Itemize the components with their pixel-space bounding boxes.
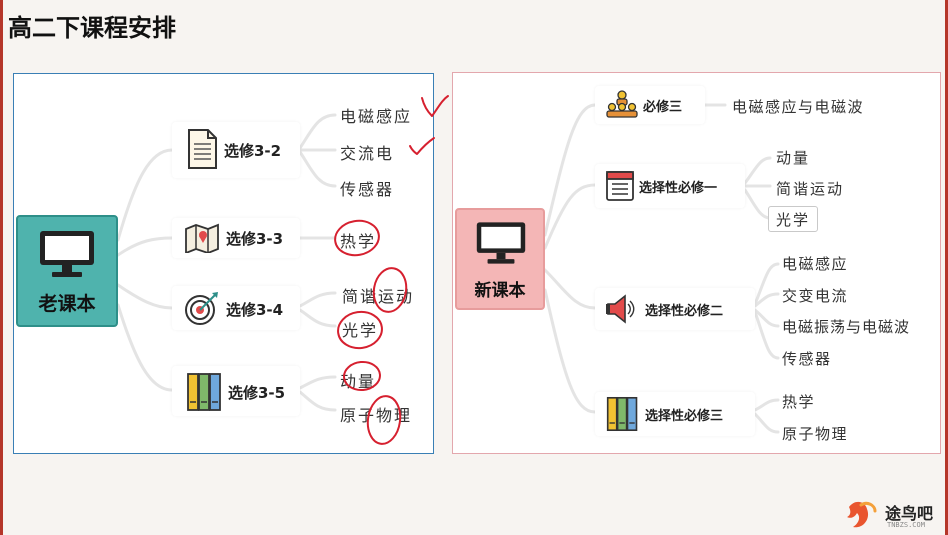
old-leaf-1-1: 电磁感应 [340, 107, 413, 126]
new-leaf-3-1: 电磁感应 [782, 255, 849, 273]
books-icon [606, 396, 638, 432]
new-branch-2[interactable]: 选择性必修一 [595, 164, 745, 208]
watermark-logo [847, 501, 877, 528]
old-leaf-2-1: 热学 [340, 232, 377, 251]
old-leaf-3-2: 光学 [342, 321, 379, 340]
new-branch-3-label: 选择性必修二 [645, 304, 724, 319]
new-leaf-2-2: 简谐运动 [776, 180, 845, 198]
old-branch-1[interactable]: 选修3-2 [172, 122, 300, 178]
old-leaf-3-1: 简谐运动 [342, 287, 415, 306]
old-branch-3-label: 选修3-4 [226, 301, 284, 319]
slide-title: 高二下课程安排 [8, 14, 176, 42]
new-branch-4[interactable]: 选择性必修三 [595, 392, 755, 436]
old-branch-3[interactable]: 选修3-4 [172, 286, 300, 330]
old-branch-2[interactable]: 选修3-3 [172, 218, 300, 258]
new-branch-2-label: 选择性必修一 [639, 181, 718, 196]
new-branch-4-label: 选择性必修三 [645, 409, 724, 424]
people-icon [606, 90, 638, 118]
monitor-icon [476, 222, 526, 264]
books-icon [187, 373, 221, 411]
old-leaf-4-1: 动量 [340, 372, 377, 391]
new-leaf-2-3-frame[interactable] [768, 206, 818, 232]
old-branch-4-label: 选修3-5 [228, 384, 286, 402]
old-book-root-label: 老课本 [38, 293, 96, 315]
new-book-root-label: 新课本 [474, 281, 526, 301]
target-icon [185, 292, 218, 325]
new-leaf-4-1: 热学 [782, 393, 816, 411]
watermark-brand: 途鸟吧 [885, 504, 934, 523]
calendar-icon [606, 171, 634, 201]
new-leaf-3-4: 传感器 [782, 350, 832, 368]
new-branch-1[interactable]: 必修三 [595, 86, 705, 124]
new-leaf-4-2: 原子物理 [782, 425, 849, 443]
slide-frame-left [0, 0, 3, 535]
old-branch-2-label: 选修3-3 [226, 230, 284, 248]
new-book-root[interactable]: 新课本 [455, 208, 545, 310]
new-leaf-2-1: 动量 [776, 149, 811, 167]
new-leaf-1-1: 电磁感应与电磁波 [732, 98, 865, 116]
new-leaf-3-2: 交变电流 [782, 287, 849, 305]
monitor-icon [40, 231, 94, 277]
old-leaf-1-3: 传感器 [340, 180, 395, 199]
new-leaf-2-3: 光学 [776, 211, 811, 229]
old-book-root[interactable]: 老课本 [16, 215, 118, 327]
new-branch-3[interactable]: 选择性必修二 [595, 288, 755, 330]
old-leaf-1-2: 交流电 [340, 144, 395, 163]
old-branch-4[interactable]: 选修3-5 [172, 366, 300, 416]
new-leaf-3-3: 电磁振荡与电磁波 [782, 318, 911, 336]
old-leaf-4-2: 原子物理 [340, 406, 413, 425]
map-icon [185, 223, 219, 253]
document-icon [188, 129, 217, 169]
old-branch-1-label: 选修3-2 [224, 142, 282, 160]
slide-frame-right [945, 0, 948, 535]
megaphone-icon [606, 294, 635, 324]
watermark-domain: TNBZS.COM [887, 521, 925, 529]
new-branch-1-label: 必修三 [643, 100, 683, 115]
